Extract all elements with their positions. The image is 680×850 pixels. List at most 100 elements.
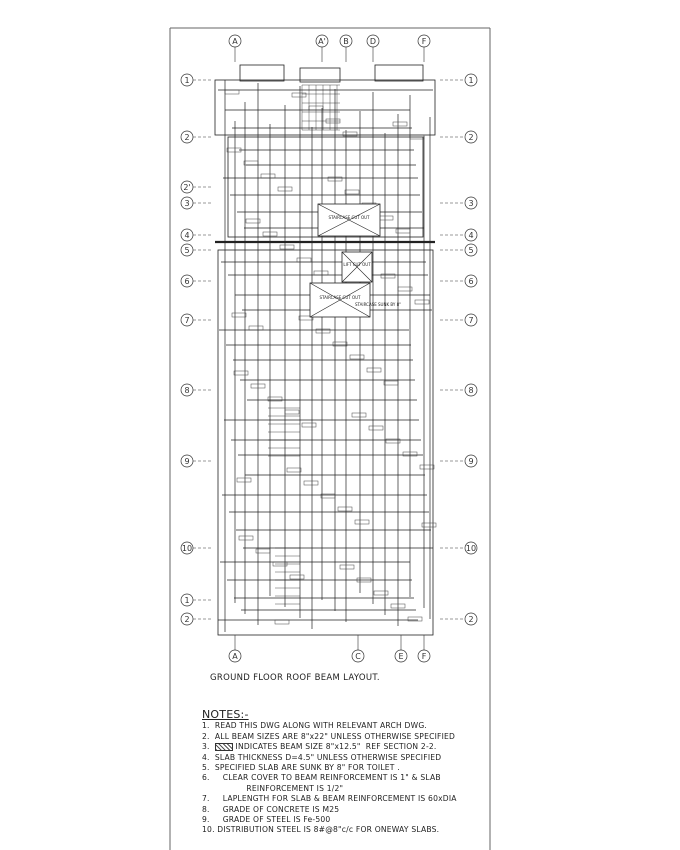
slab-label	[332, 341, 348, 347]
sunk-label: STAIRCASE SUNK BY 8"	[355, 302, 401, 307]
slab-label	[296, 257, 312, 263]
projection	[299, 67, 341, 83]
slab-label	[243, 160, 259, 166]
plan-block	[227, 136, 424, 238]
slab-label	[303, 480, 319, 486]
slab-label	[298, 315, 314, 321]
slab-label	[395, 228, 411, 234]
cutout-cross	[309, 282, 371, 318]
sheet-border	[169, 27, 491, 850]
slab-label	[337, 506, 353, 512]
plan-block	[214, 79, 436, 136]
grid-right-label: 8	[468, 386, 473, 395]
note-1: 1. READ THIS DWG ALONG WITH RELEVANT ARC…	[202, 721, 428, 731]
grid-left-label: 2	[184, 133, 189, 142]
slab-label	[392, 121, 408, 127]
slab-label	[248, 325, 264, 331]
slab-label	[373, 590, 389, 596]
slab-label	[289, 574, 305, 580]
slab-label	[349, 354, 365, 360]
grid-right-bubble	[464, 73, 478, 87]
grid-left-label: 6	[184, 277, 189, 286]
grid-right-bubble	[464, 274, 478, 288]
cutout-cross	[317, 203, 381, 237]
grid-bottom-label: E	[398, 652, 403, 661]
slab-label	[279, 244, 295, 250]
grid-right-bubble	[464, 228, 478, 242]
slab-label	[236, 477, 252, 483]
grid-top-label: B	[343, 37, 349, 46]
grid-left-label: 9	[184, 457, 189, 466]
slab-label	[356, 577, 372, 583]
grid-right-bubble	[464, 454, 478, 468]
grid-left-label: 3	[184, 199, 189, 208]
grid-bottom-label: F	[422, 652, 427, 661]
note-9: 9. GRADE OF STEEL IS Fe-500	[202, 815, 331, 825]
slab-label	[267, 396, 283, 402]
grid-right-label: 5	[468, 246, 473, 255]
slab-label	[255, 548, 271, 554]
note-2: 2. ALL BEAM SIZES ARE 8"x22" UNLESS OTHE…	[202, 731, 456, 741]
grid-left-label: 2	[184, 615, 189, 624]
slab-label	[231, 312, 247, 318]
grid-right-bubble	[464, 612, 478, 626]
slab-label	[409, 134, 425, 140]
slab-label	[277, 186, 293, 192]
slab-label	[378, 215, 394, 221]
note-3: 3. INDICATES BEAM SIZE 8"x12.5" REF SECT…	[202, 742, 457, 752]
grid-right-bubble	[464, 313, 478, 327]
grid-right-label: 1	[468, 76, 473, 85]
cutout-label: STAIRCASE CUT OUT	[320, 295, 362, 300]
grid-right-label: 7	[468, 316, 473, 325]
cutout-cross	[341, 251, 373, 283]
slab-label	[315, 328, 331, 334]
slab-label	[402, 451, 418, 457]
slab-label	[339, 564, 355, 570]
note-6: 6. CLEAR COVER TO BEAM REINFORCEMENT IS …	[202, 773, 441, 793]
notes-block: NOTES:- 1. READ THIS DWG ALONG WITH RELE…	[202, 709, 457, 836]
slab-label	[385, 438, 401, 444]
floor-plan	[214, 64, 437, 636]
note-8: 8. GRADE OF CONCRETE IS M25	[202, 804, 340, 814]
grid-right-label: 3	[468, 199, 473, 208]
projection	[374, 64, 424, 82]
grid-left-label: 1	[184, 596, 189, 605]
slab-label	[262, 231, 278, 237]
note-7: 7. LAPLENGTH FOR SLAB & BEAM REINFORCEME…	[202, 794, 457, 804]
slab-label	[284, 409, 300, 415]
grid-right-bubble	[464, 196, 478, 210]
grid-right-label: 10	[466, 544, 476, 553]
grid-top-label: F	[422, 37, 427, 46]
slab-label	[383, 380, 399, 386]
grid-top-label: A	[232, 37, 238, 46]
slab-label	[414, 299, 430, 305]
grid-top-label: D	[370, 37, 376, 46]
note-4: 4. SLAB THICKNESS D=4.5" UNLESS OTHERWIS…	[202, 752, 442, 762]
slab-label	[226, 147, 242, 153]
projection	[239, 64, 285, 82]
grid-left-label: 2'	[183, 183, 190, 192]
cutout-label: LIFT CUT OUT	[343, 262, 371, 267]
slab-label	[260, 173, 276, 179]
slab-label	[291, 92, 307, 98]
drawing-title: GROUND FLOOR ROOF BEAM LAYOUT.	[210, 673, 380, 683]
grid-left-label: 8	[184, 386, 189, 395]
slab-label	[327, 176, 343, 182]
slab-label	[301, 422, 317, 428]
note-3-text: INDICATES BEAM SIZE 8"x12.5" REF SECTION…	[235, 742, 437, 752]
grid-left-label: 7	[184, 316, 189, 325]
slab-label	[390, 603, 406, 609]
slab-label	[320, 493, 336, 499]
slab-label	[351, 412, 367, 418]
note-5: 5. SPECIFIED SLAB ARE SUNK BY 8" FOR TOI…	[202, 763, 400, 773]
slab-label	[233, 370, 249, 376]
note-10: 10. DISTRIBUTION STEEL IS 8#@8"c/c FOR O…	[202, 825, 440, 835]
slab-label	[354, 519, 370, 525]
slab-label	[419, 464, 435, 470]
slab-label	[380, 273, 396, 279]
slab-label	[250, 383, 266, 389]
grid-right-label: 2	[468, 615, 473, 624]
